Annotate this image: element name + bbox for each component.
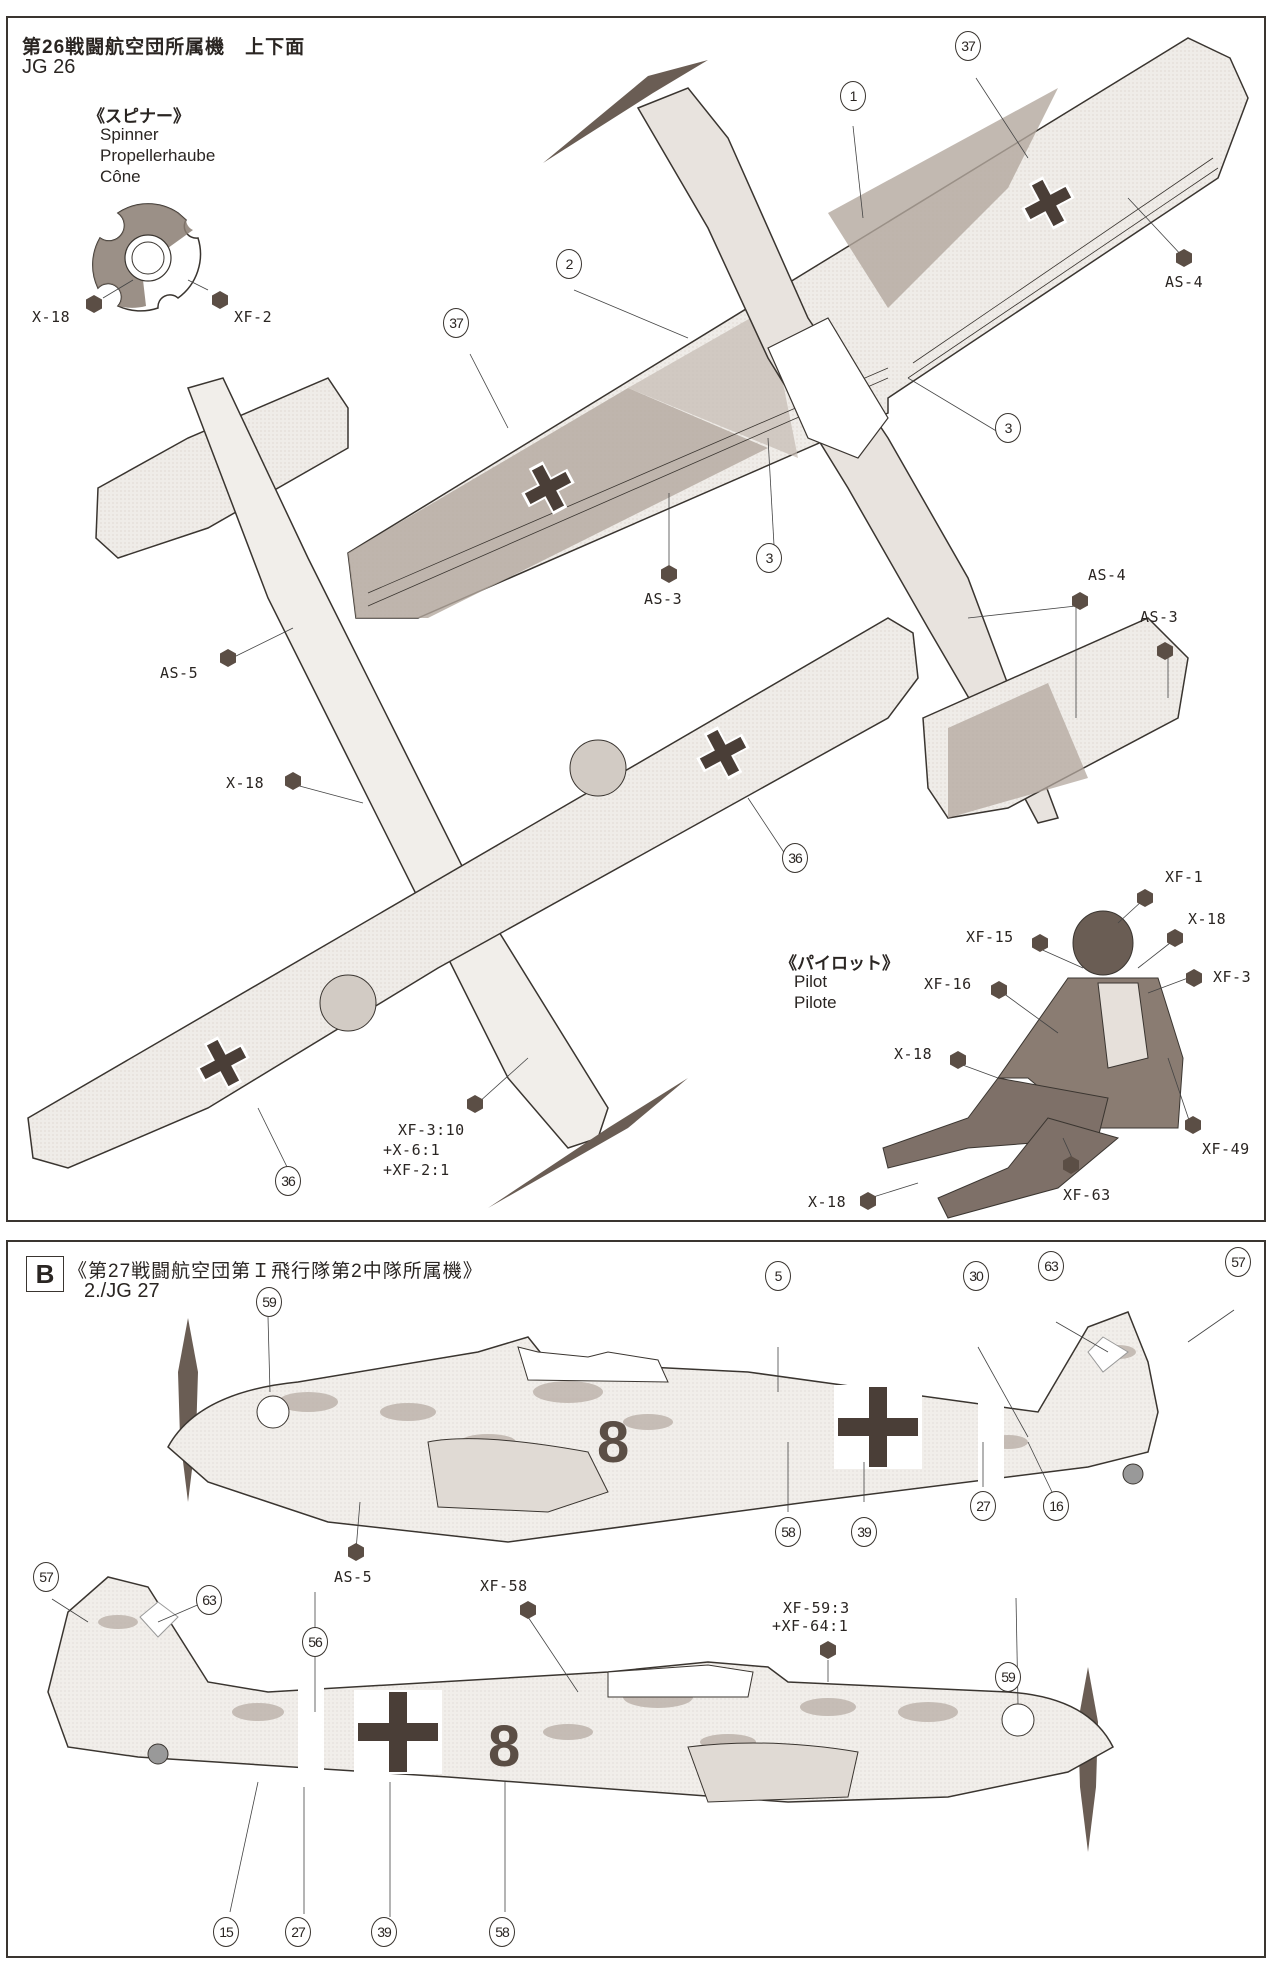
paint-marker-icon xyxy=(520,1601,536,1619)
paint-marker-icon xyxy=(1137,889,1153,907)
spinner-paint-right: XF-2 xyxy=(234,308,273,326)
paint-mix-line: XF-59:3 xyxy=(783,1599,850,1617)
panel-a-artwork xyxy=(27,37,1249,1219)
callout-decal: 39 xyxy=(371,1917,397,1947)
fuselage-code-text: 8 xyxy=(597,1410,629,1475)
callout-decal: 56 xyxy=(302,1627,328,1657)
pilot-figure xyxy=(882,910,1184,1219)
paint-marker-icon xyxy=(1072,592,1088,610)
upper-view-aircraft xyxy=(347,37,1249,824)
paint-mix-line: +X-6:1 xyxy=(383,1141,441,1159)
paint-mix-line: +XF-2:1 xyxy=(383,1161,450,1179)
callout-decal: 59 xyxy=(995,1662,1021,1692)
callout-decal: 36 xyxy=(275,1166,301,1196)
paint-marker-icon xyxy=(285,772,301,790)
balkenkreuz-icon xyxy=(834,1385,922,1469)
lower-view-aircraft xyxy=(27,377,919,1208)
callout-decal: 3 xyxy=(995,413,1021,443)
paint-code: XF-49 xyxy=(1202,1140,1250,1158)
spinner-paint-left: X-18 xyxy=(32,308,71,326)
callout-decal: 58 xyxy=(489,1917,515,1947)
callout-decal: 39 xyxy=(851,1517,877,1547)
callout-decal: 36 xyxy=(782,843,808,873)
panel-a-jg26: 第26戦闘航空団所属機 上下面 JG 26 《スピナー》 Spinner Pro… xyxy=(6,16,1266,1222)
panel-b-title-en: 2./JG 27 xyxy=(84,1280,160,1302)
pilot-label-jp: 《パイロット》 xyxy=(780,954,899,973)
panel-a-title-en: JG 26 xyxy=(22,56,76,78)
paint-code: XF-58 xyxy=(480,1577,528,1595)
callout-decal: 1 xyxy=(840,81,866,111)
paint-marker-icon xyxy=(991,981,1007,999)
side-view-right-aircraft xyxy=(167,1311,1159,1543)
paint-code: AS-3 xyxy=(644,590,683,608)
paint-code: AS-5 xyxy=(334,1568,373,1586)
spinner-label-en: Spinner xyxy=(100,125,159,144)
spinner-label-de: Propellerhaube xyxy=(100,146,216,165)
callout-decal: 37 xyxy=(443,308,469,338)
callout-decal: 5 xyxy=(765,1261,791,1291)
paint-code: AS-4 xyxy=(1165,273,1204,291)
paint-code: AS-4 xyxy=(1088,566,1127,584)
side-view-left-aircraft xyxy=(47,1576,1114,1852)
callout-decal: 37 xyxy=(955,31,981,61)
paint-marker-icon xyxy=(1185,1116,1201,1134)
paint-code: XF-3 xyxy=(1213,968,1252,986)
callout-decal: 57 xyxy=(33,1562,59,1592)
paint-code: XF-63 xyxy=(1063,1186,1111,1204)
paint-marker-icon xyxy=(820,1641,836,1659)
paint-marker-icon xyxy=(860,1192,876,1210)
paint-mix-line: +XF-64:1 xyxy=(772,1617,849,1635)
paint-marker-icon xyxy=(1186,969,1202,987)
balkenkreuz-icon xyxy=(354,1690,442,1774)
paint-marker-icon xyxy=(1167,929,1183,947)
callout-decal: 2 xyxy=(556,249,582,279)
pilot-label-en: Pilot xyxy=(794,972,828,991)
paint-mix-line: XF-3:10 xyxy=(398,1121,465,1139)
paint-code: XF-16 xyxy=(924,975,972,993)
callout-decal: 15 xyxy=(213,1917,239,1947)
spinner-diagram xyxy=(92,203,202,312)
paint-code: XF-15 xyxy=(966,928,1014,946)
paint-marker-icon xyxy=(348,1543,364,1561)
squadron-emblem-icon xyxy=(256,1395,290,1429)
callout-decal: 30 xyxy=(963,1261,989,1291)
paint-code: X-18 xyxy=(226,774,265,792)
callout-decal: 63 xyxy=(1038,1251,1064,1281)
callout-decal: 27 xyxy=(285,1917,311,1947)
pilot-label-fr: Pilote xyxy=(794,993,837,1012)
paint-marker-icon xyxy=(86,295,102,313)
paint-code: X-18 xyxy=(1188,910,1227,928)
panel-b-artwork: 8 xyxy=(47,1309,1235,1917)
callout-decal: 27 xyxy=(970,1491,996,1521)
callout-decal: 59 xyxy=(256,1287,282,1317)
paint-code: XF-1 xyxy=(1165,868,1204,886)
paint-code: AS-5 xyxy=(160,664,199,682)
spinner-label-fr: Cône xyxy=(100,167,141,186)
callout-decal: 58 xyxy=(775,1517,801,1547)
paint-marker-icon xyxy=(220,649,236,667)
paint-marker-icon xyxy=(1032,934,1048,952)
paint-marker-icon xyxy=(467,1095,483,1113)
section-badge: B xyxy=(26,1256,64,1292)
spinner-label-jp: 《スピナー》 xyxy=(88,107,190,126)
callout-decal: 57 xyxy=(1225,1247,1251,1277)
paint-marker-icon xyxy=(950,1051,966,1069)
paint-code: X-18 xyxy=(894,1045,933,1063)
fuselage-code-text: 8 xyxy=(488,1714,520,1779)
callout-decal: 3 xyxy=(756,543,782,573)
callout-decal: 16 xyxy=(1043,1491,1069,1521)
panel-a-title-jp: 第26戦闘航空団所属機 上下面 xyxy=(22,37,306,58)
panel-b-jg27: 8 xyxy=(6,1240,1266,1958)
paint-marker-icon xyxy=(661,565,677,583)
panel-b-title-jp: 《第27戦闘航空団第Ｉ飛行隊第2中隊所属機》 xyxy=(68,1261,483,1282)
paint-marker-icon xyxy=(212,291,228,309)
callout-decal: 63 xyxy=(196,1585,222,1615)
squadron-emblem-icon xyxy=(1001,1703,1035,1737)
paint-code: AS-3 xyxy=(1140,608,1179,626)
paint-code: X-18 xyxy=(808,1193,847,1211)
